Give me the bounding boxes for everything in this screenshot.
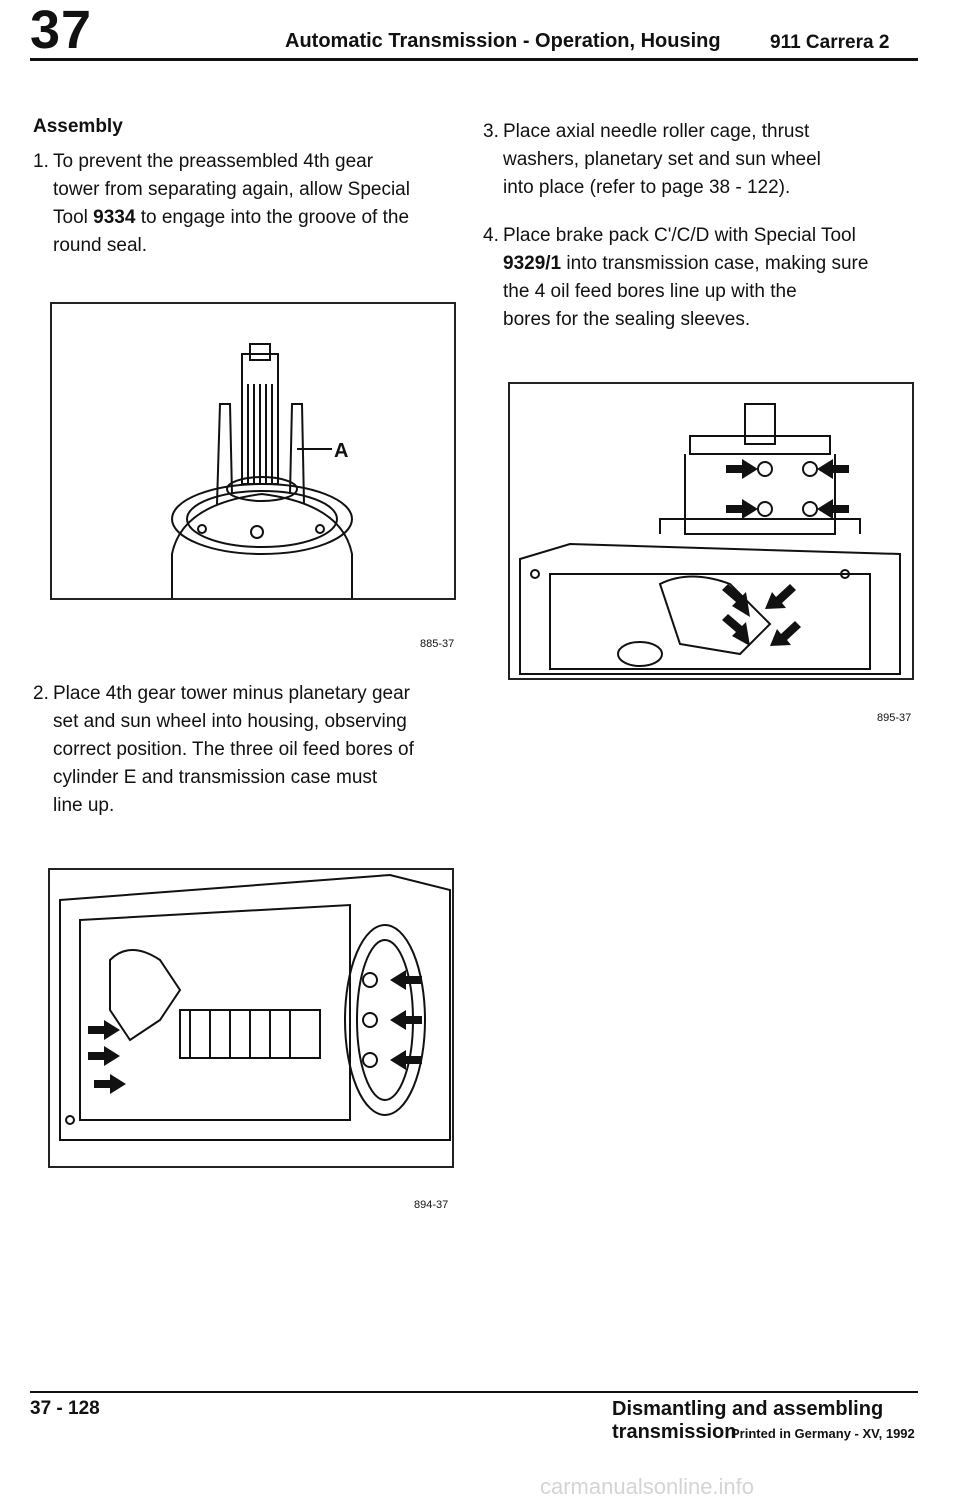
figure-caption-894-37: 894-37	[414, 1199, 449, 1211]
step-4-line-2: 9329/1 into transmission case, making su…	[503, 250, 923, 278]
step-4-number: 4.	[483, 225, 499, 246]
header-title: Automatic Transmission - Operation, Hous…	[285, 30, 721, 52]
step-2-line-5: line up.	[53, 795, 115, 816]
step-2-line-1: Place 4th gear tower minus planetary gea…	[53, 683, 410, 704]
header-model: 911 Carrera 2	[770, 32, 890, 53]
special-tool-number: 9334	[93, 207, 136, 228]
step-2-number: 2.	[33, 683, 49, 704]
step-1-line-3: Tool 9334 to engage into the groove of t…	[53, 204, 453, 232]
step-4: 4. Place brake pack C'/C/D with Special …	[483, 222, 923, 334]
step-3-line-2: washers, planetary set and sun wheel	[503, 149, 821, 170]
page-number: 37 - 128	[30, 1398, 100, 1419]
step-1-line-3-a: Tool	[53, 207, 94, 228]
step-3: 3. Place axial needle roller cage, thrus…	[483, 118, 923, 202]
step-1: 1. To prevent the preassembled 4th gear …	[33, 148, 453, 260]
figure-caption-885-37: 885-37	[420, 638, 455, 650]
step-4-line-1: Place brake pack C'/C/D with Special Too…	[503, 225, 856, 246]
footer-rule	[30, 1391, 918, 1393]
header-rule	[30, 58, 918, 61]
brake-pack-illustration	[519, 403, 901, 675]
step-4-line-4: bores for the sealing sleeves.	[503, 309, 751, 330]
step-4-line-2-b: into transmission case, making sure	[561, 253, 869, 274]
special-tool-number-2: 9329/1	[503, 253, 562, 274]
step-2-line-2: set and sun wheel into housing, observin…	[53, 711, 407, 732]
step-3-line-1: Place axial needle roller cage, thrust	[503, 121, 810, 142]
gear-tower-illustration: A	[171, 343, 353, 598]
step-1-line-3-b: to engage into the groove of the	[135, 207, 410, 228]
step-2-line-4: cylinder E and transmission case must	[53, 767, 378, 788]
step-1-number: 1.	[33, 151, 49, 172]
figure-label-a: A	[334, 440, 348, 462]
figure-894-37	[48, 868, 454, 1168]
transmission-case-illustration	[59, 873, 451, 1141]
figure-caption-895-37: 895-37	[877, 712, 912, 724]
step-2: 2. Place 4th gear tower minus planetary …	[33, 680, 463, 820]
step-1-line-2: tower from separating again, allow Speci…	[53, 179, 410, 200]
footer-section-title: Dismantling and assembling transmission	[612, 1398, 884, 1443]
chapter-number: 37	[30, 0, 93, 60]
step-2-line-3: correct position. The three oil feed bor…	[53, 739, 414, 760]
printed-note: Printed in Germany - XV, 1992	[731, 1426, 915, 1441]
step-1-line-4: round seal.	[53, 235, 148, 256]
step-1-line-1: To prevent the preassembled 4th gear	[53, 151, 374, 172]
section-title: Assembly	[33, 116, 123, 137]
step-3-number: 3.	[483, 121, 499, 142]
figure-895-37	[508, 382, 914, 680]
figure-885-37: A	[50, 302, 456, 600]
watermark: carmanualsonline.info	[540, 1474, 755, 1499]
step-4-line-3: the 4 oil feed bores line up with the	[503, 281, 797, 302]
step-3-line-3: into place (refer to page 38 - 122).	[503, 177, 791, 198]
